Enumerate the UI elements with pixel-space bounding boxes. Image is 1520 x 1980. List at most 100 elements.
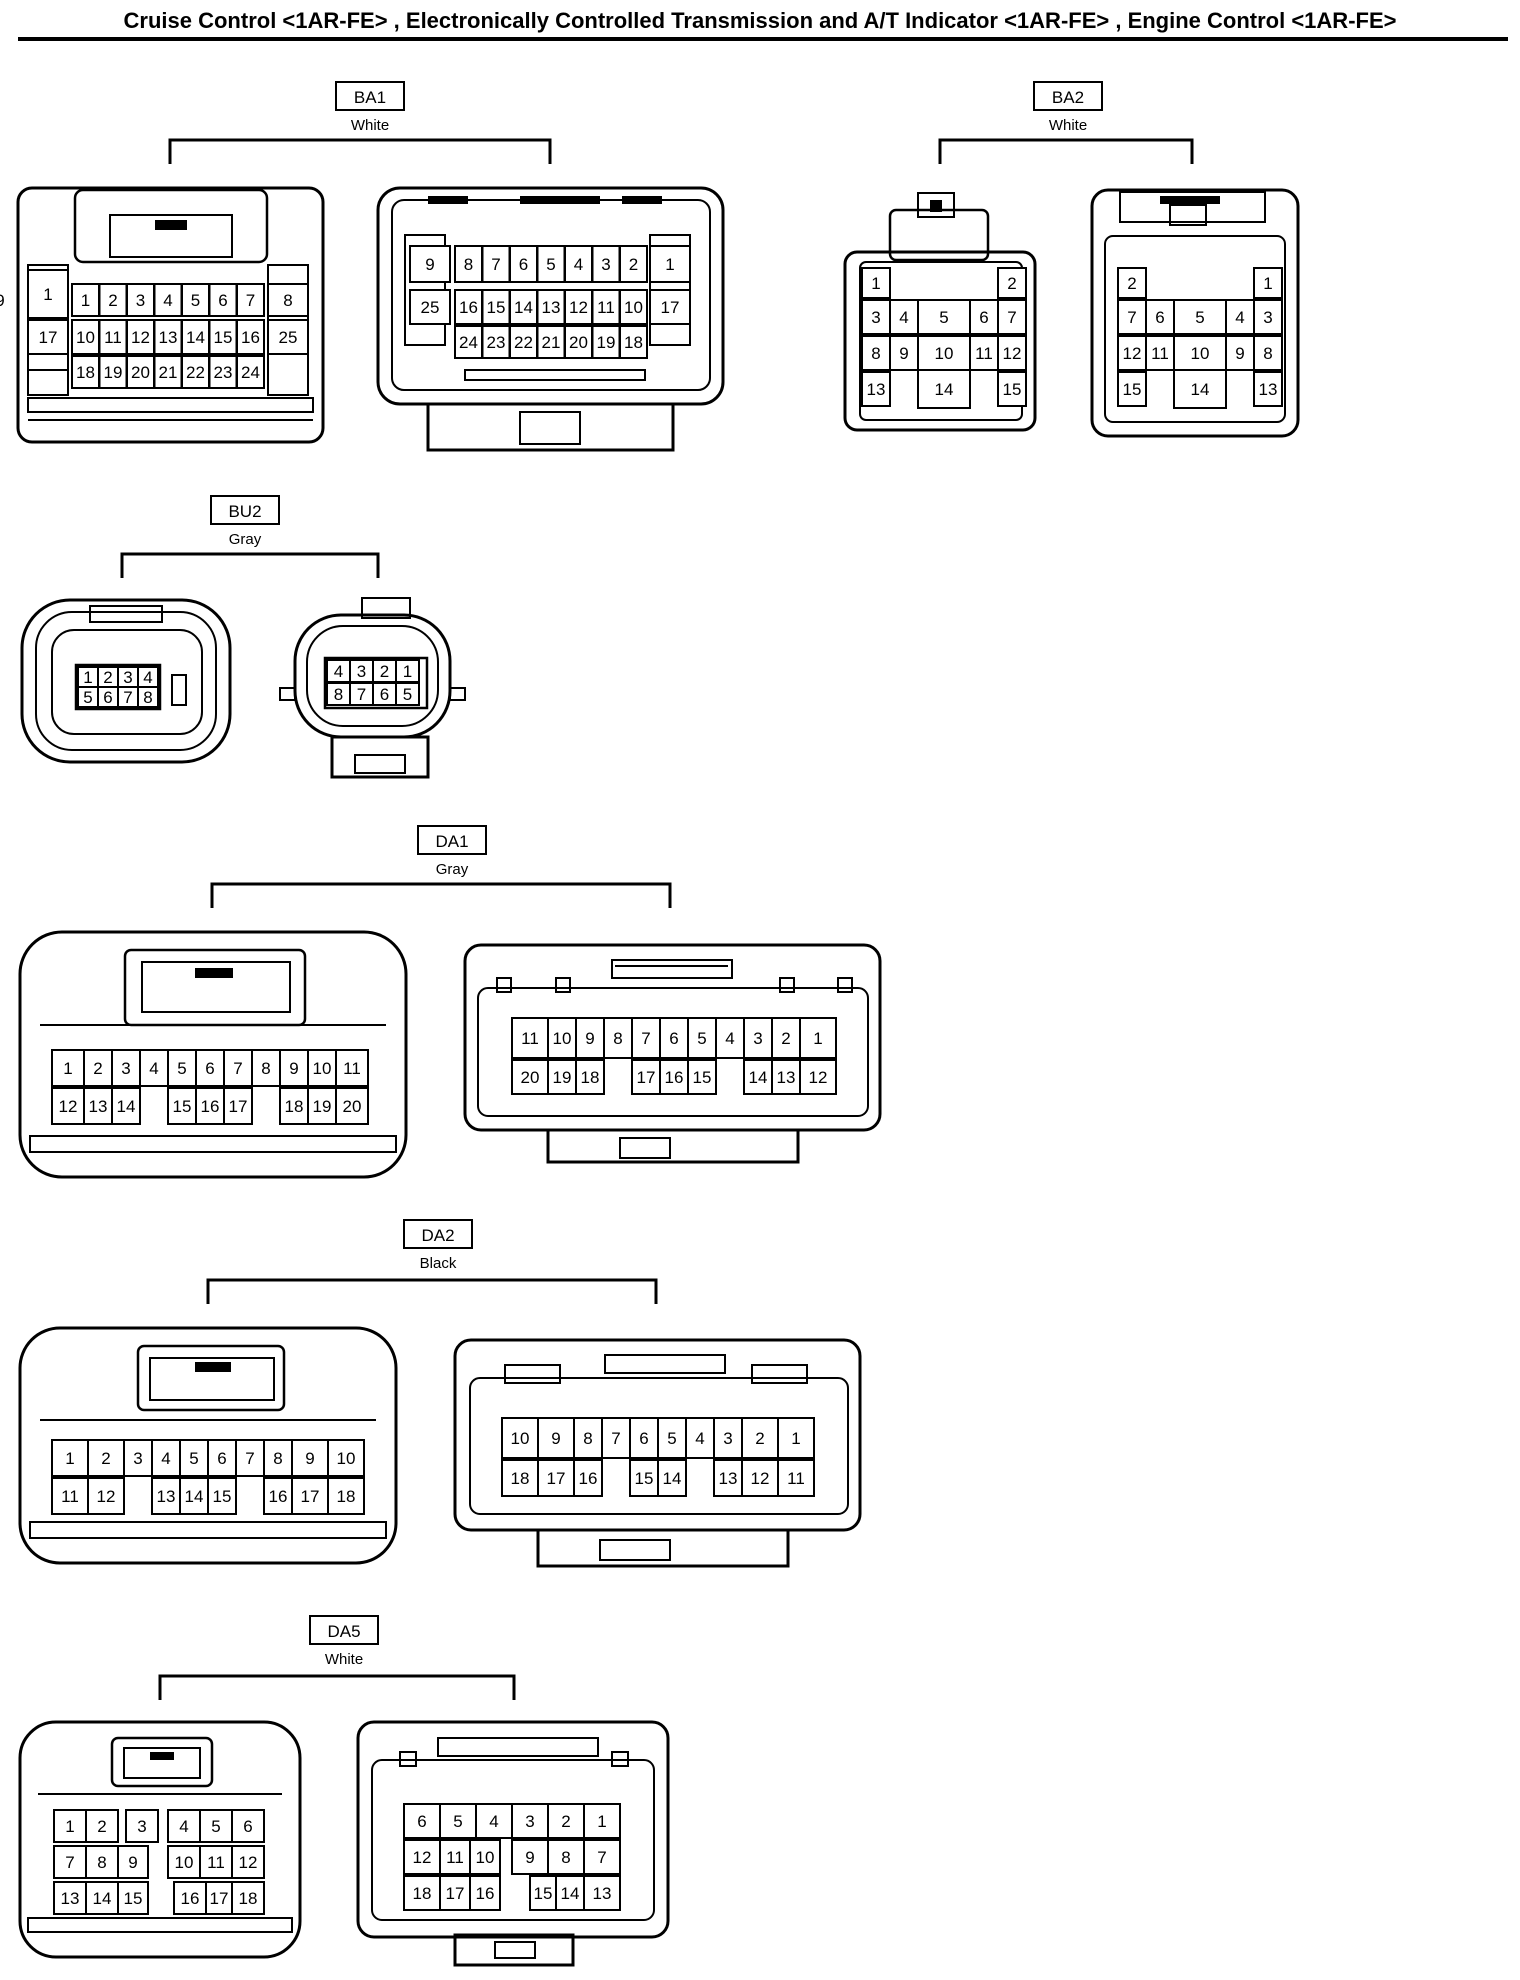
- pin-cell: [223, 1049, 253, 1087]
- pin-number: 17: [210, 1889, 229, 1908]
- pin-cell: [547, 1839, 585, 1875]
- pin-number: 16: [459, 298, 478, 317]
- pin-cell: [629, 1417, 659, 1459]
- pin-number: 17: [446, 1884, 465, 1903]
- pin-cell: [537, 1417, 575, 1459]
- latch-slot: [123, 1747, 201, 1779]
- pin-number: 10: [553, 1029, 572, 1048]
- pin-number: 2: [103, 668, 112, 687]
- housing-rib: [29, 1521, 387, 1539]
- pin-cell: [777, 1417, 815, 1459]
- pin-number: 13: [867, 380, 886, 399]
- pin-number: 13: [542, 298, 561, 317]
- pin-cell: [98, 355, 128, 389]
- pin-number: 6: [639, 1429, 648, 1448]
- pin-number: 18: [239, 1889, 258, 1908]
- pin-number: 10: [313, 1059, 332, 1078]
- pin-number: 9: [128, 1853, 137, 1872]
- pin-cell: [1253, 335, 1283, 371]
- pin-cell: [85, 1809, 119, 1843]
- housing-outline: [16, 186, 325, 444]
- pin-number: 2: [97, 1817, 106, 1836]
- pin-cell: [536, 325, 566, 359]
- latch-slot: [109, 214, 233, 258]
- pin-number: 15: [1123, 380, 1142, 399]
- pin-number: 11: [521, 1029, 539, 1048]
- pin-cell: [501, 1459, 539, 1497]
- pin-cell: [741, 1417, 779, 1459]
- pin-cell: [511, 1017, 549, 1059]
- connector-id-box: [403, 1219, 473, 1249]
- pin-number: 4: [1235, 308, 1244, 327]
- pin-number: 15: [534, 1884, 553, 1903]
- pin-cell: [409, 289, 451, 325]
- pin-cell: [601, 1417, 631, 1459]
- pin-number: 9: [551, 1429, 560, 1448]
- housing-inner: [51, 629, 203, 735]
- pin-number: 1: [65, 1449, 74, 1468]
- pin-number: 17: [229, 1097, 248, 1116]
- pin-number: 23: [214, 363, 233, 382]
- pin-cell: [111, 1087, 141, 1125]
- pin-number: 12: [413, 1848, 432, 1867]
- pin-cell: [87, 1477, 125, 1515]
- pin-cell: [889, 335, 919, 371]
- pin-number: 18: [285, 1097, 304, 1116]
- pin-number: 9: [425, 255, 434, 274]
- pin-number: 13: [159, 328, 178, 347]
- pin-cell: [195, 1087, 225, 1125]
- pin-number: 17: [637, 1068, 656, 1087]
- pin-number: 8: [283, 291, 292, 310]
- latch-mark: [520, 196, 600, 204]
- pin-number: 10: [337, 1449, 356, 1468]
- housing-inner: [469, 1377, 849, 1515]
- pin-number: 15: [487, 298, 506, 317]
- pin-cell: [713, 1459, 743, 1497]
- pin-number: 6: [217, 1449, 226, 1468]
- pin-number: 4: [334, 662, 343, 681]
- pin-number: 1: [813, 1029, 822, 1048]
- pin-number: 18: [624, 333, 643, 352]
- pin-number: 5: [546, 255, 555, 274]
- pin-number: 24: [459, 333, 478, 352]
- pin-number: 1: [665, 255, 674, 274]
- pin-cell: [713, 1417, 743, 1459]
- pin-number: 3: [136, 291, 145, 310]
- pin-cell: [327, 1477, 365, 1515]
- pin-number: 24: [241, 363, 260, 382]
- pin-number: 1: [43, 285, 52, 304]
- latch-tab: [917, 192, 955, 218]
- pin-cell: [619, 289, 648, 325]
- pin-number: 4: [161, 1449, 170, 1468]
- pin-number: 6: [218, 291, 227, 310]
- pin-number: 14: [1191, 380, 1210, 399]
- pin-cell: [509, 325, 538, 359]
- pin-number: 1: [81, 291, 90, 310]
- pin-number: 1: [63, 1059, 72, 1078]
- side-lug: [449, 687, 466, 701]
- pin-cell: [87, 1439, 125, 1477]
- pin-number: 15: [213, 1487, 232, 1506]
- pin-number: 14: [186, 328, 205, 347]
- pin-cell: [307, 1049, 337, 1087]
- pin-number: 4: [143, 668, 152, 687]
- pin-number: 19: [313, 1097, 332, 1116]
- pin-number: 2: [93, 1059, 102, 1078]
- pin-cell: [1117, 299, 1147, 335]
- pin-cell: [743, 1017, 773, 1059]
- pin-number: 9: [525, 1848, 534, 1867]
- pin-number: 20: [569, 333, 588, 352]
- pin-number: 18: [76, 363, 95, 382]
- pin-cell: [236, 283, 265, 317]
- pin-number: 14: [749, 1068, 768, 1087]
- pin-number: 5: [403, 685, 412, 704]
- pin-cell: [409, 245, 451, 283]
- pin-number: 8: [334, 685, 343, 704]
- connector-bracket: [120, 552, 380, 578]
- housing-outline: [18, 1720, 302, 1959]
- key-slot: [504, 1364, 561, 1384]
